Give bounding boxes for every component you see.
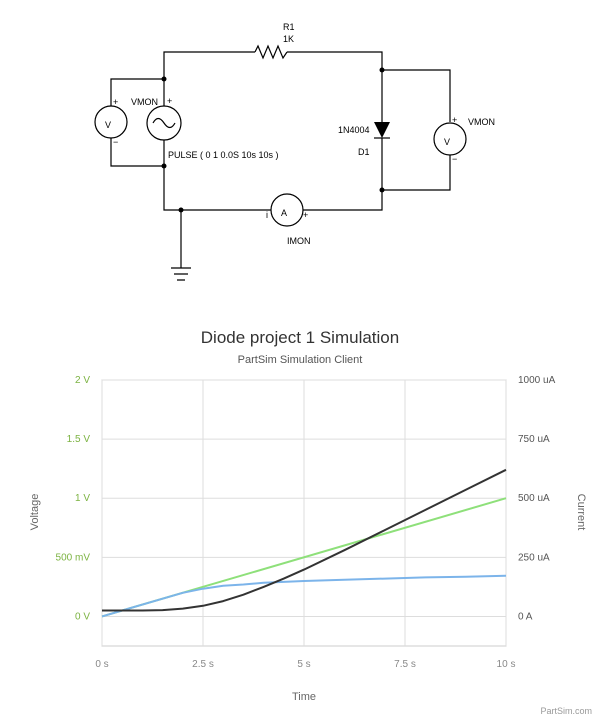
wire-top-left: [163, 51, 255, 79]
y-right-tick-label: 750 uA: [518, 434, 550, 445]
junction-dot: [379, 67, 385, 73]
vmon-right-label: VMON: [468, 117, 495, 127]
x-tick-label: 0 s: [95, 659, 108, 670]
voltmeter-right-minus: −: [452, 154, 457, 164]
ammeter-icon: [270, 193, 304, 227]
x-tick-label: 10 s: [497, 659, 516, 670]
voltmeter-right-symbol: V: [444, 137, 450, 147]
ground-icon: [171, 267, 191, 281]
ammeter-i: i: [266, 210, 268, 220]
y-axis-label-right: Current: [575, 494, 587, 531]
voltmeter-left-plus: +: [113, 97, 118, 107]
x-tick-label: 5 s: [297, 659, 310, 670]
y-left-tick-label: 2 V: [75, 375, 90, 386]
series-line: [101, 574, 507, 618]
voltmeter-left-minus: −: [113, 137, 118, 147]
junction-dot: [161, 163, 167, 169]
y-right-tick-label: 0 A: [518, 611, 533, 622]
y-left-tick-label: 1 V: [75, 493, 90, 504]
diode-icon: [374, 122, 390, 139]
schematic: R1 1K 1N4004 D1 + PULSE ( 0 1 0.0S 10s 1…: [94, 22, 495, 281]
pulse-label: PULSE ( 0 1 0.0S 10s 10s ): [168, 150, 279, 160]
x-tick-label: 2.5 s: [192, 659, 214, 670]
voltmeter-left-symbol: V: [105, 120, 111, 130]
imon-label: IMON: [287, 236, 311, 246]
ammeter-plus: +: [303, 210, 308, 220]
x-axis-label: Time: [292, 691, 316, 703]
junction-dot: [161, 76, 167, 82]
x-tick-label: 7.5 s: [394, 659, 416, 670]
y-left-tick-label: 0 V: [75, 611, 90, 622]
wire-left-voltmeter: [110, 78, 164, 167]
junction-dot: [379, 187, 385, 193]
y-left-tick-label: 500 mV: [56, 552, 91, 563]
voltmeter-left-icon: [94, 105, 128, 139]
chart-series: [101, 468, 507, 618]
diode-name: D1: [358, 147, 370, 157]
voltmeter-right-plus: +: [452, 115, 457, 125]
chart: Diode project 1 Simulation PartSim Simul…: [29, 328, 592, 716]
credit-text: PartSim.com: [540, 706, 592, 716]
r1-value: 1K: [283, 34, 294, 44]
wire-diode-bottom: [303, 138, 383, 211]
y-left-tick-label: 1.5 V: [67, 434, 91, 445]
voltmeter-right-icon: [433, 122, 467, 156]
chart-subtitle: PartSim Simulation Client: [238, 354, 363, 366]
junction-dot: [178, 207, 184, 213]
y-right-tick-label: 250 uA: [518, 552, 550, 563]
ammeter-symbol: A: [281, 208, 287, 218]
vsource-plus: +: [167, 96, 172, 106]
y-right-tick-label: 1000 uA: [518, 375, 556, 386]
wire-top-right: [287, 51, 383, 122]
chart-grid: [101, 379, 507, 647]
y-axis-label-left: Voltage: [29, 494, 41, 531]
chart-title: Diode project 1 Simulation: [201, 328, 399, 347]
ac-source-icon: [146, 105, 182, 141]
r1-name: R1: [283, 22, 295, 32]
wire-bottom-left: [163, 175, 271, 211]
chart-ticks: 0 s 2.5 s 5 s 7.5 s 10 s 0 V 500 mV 1 V 1.5 V 2 V…: [56, 375, 556, 670]
diode-model: 1N4004: [338, 125, 370, 135]
y-right-tick-label: 500 uA: [518, 493, 550, 504]
vmon-left-label: VMON: [131, 97, 158, 107]
resistor-r1-icon: [254, 44, 288, 60]
series-line: [102, 468, 507, 612]
wire-right-voltmeter: [382, 69, 451, 191]
